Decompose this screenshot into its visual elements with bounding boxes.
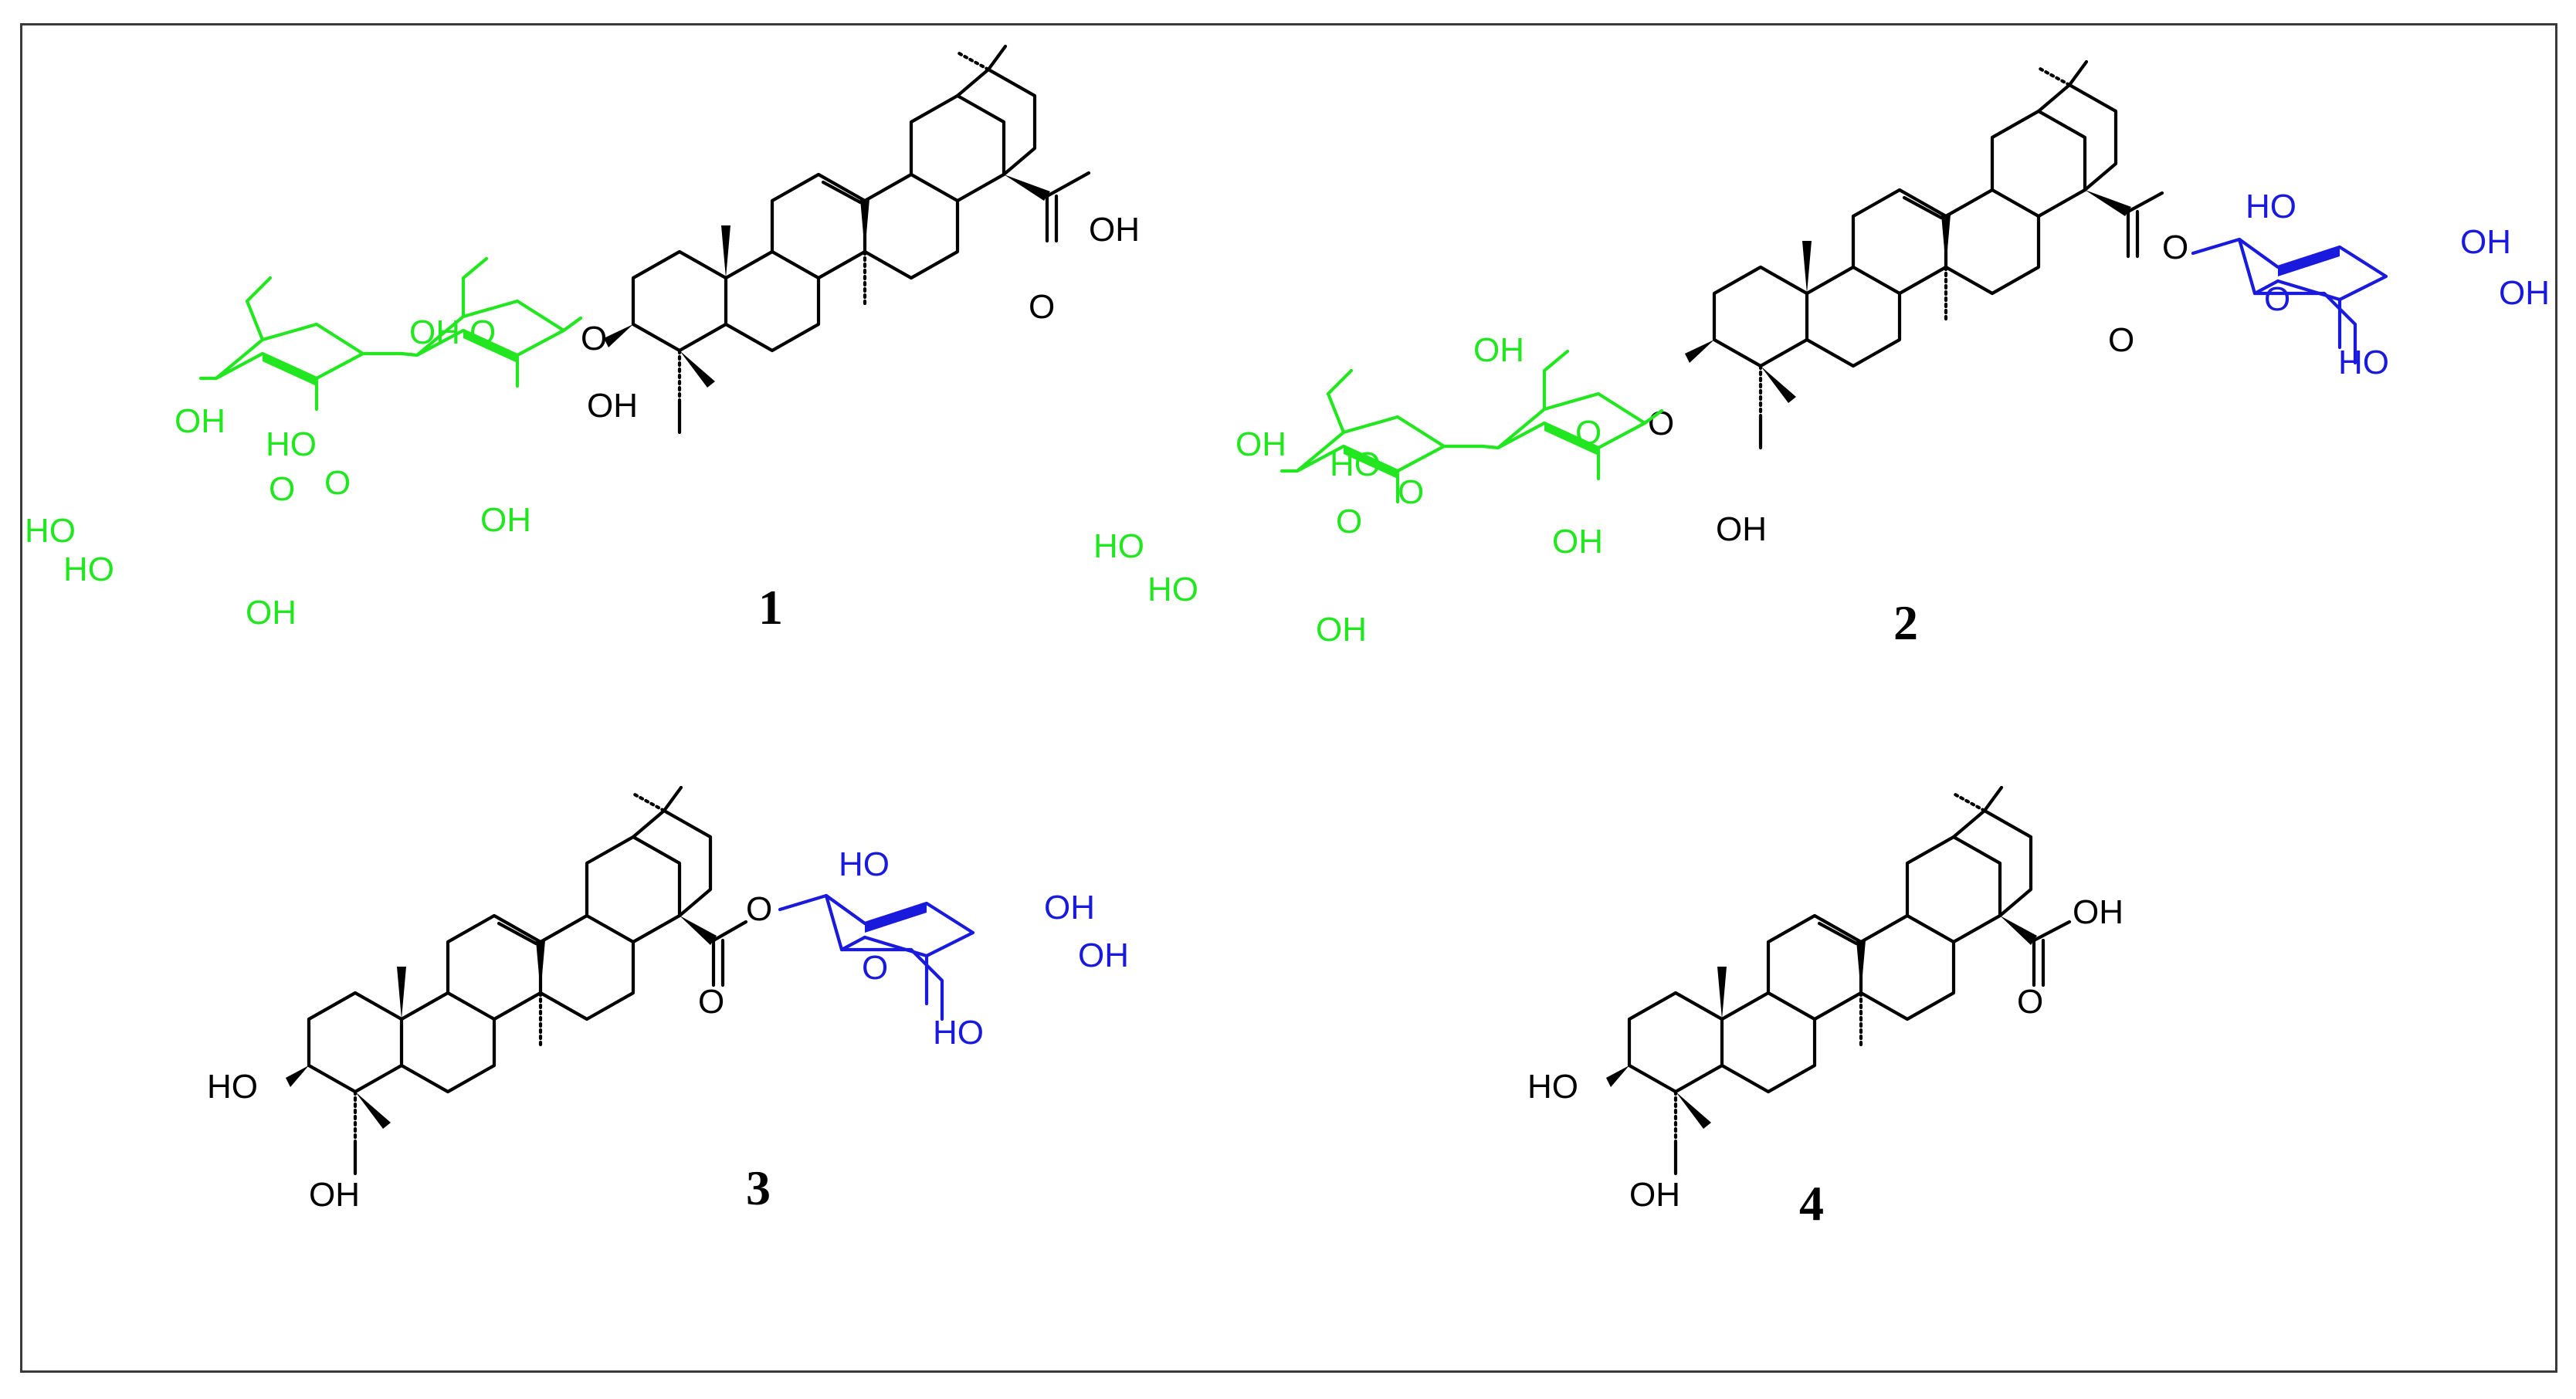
- c2-glc-outer-oh2-label: OH: [1316, 611, 1367, 649]
- c2-glc-outer-ho4-label: HO: [1093, 527, 1144, 565]
- c2-glc-inner-o-label: O: [1575, 414, 1602, 452]
- c2-glc-outer-o-label: O: [1336, 503, 1362, 540]
- c1-glc-inner-oh2-label: OH: [480, 501, 531, 539]
- c1-c23-oh-label: OH: [587, 387, 638, 425]
- compound-2-label: 2: [1893, 595, 1918, 650]
- c1-glc-inner-oh6-label: OH: [409, 313, 460, 351]
- compound-2-structure: O O OH O HO OH OH O HO: [1093, 59, 2550, 650]
- compound-1-structure: OH O OH O O OH HO OH O O OH HO HO OH: [25, 44, 1140, 635]
- c1-carbonyl-o-label: O: [1029, 288, 1055, 326]
- c3-sugar-oh-label: OH: [1044, 889, 1095, 926]
- c4-c23-oh-label: OH: [1629, 1176, 1680, 1214]
- c2-glc-outer-ho3-label: HO: [1147, 571, 1198, 608]
- c2-c23-oh-label: OH: [1716, 510, 1767, 548]
- compound-4-label: 4: [1799, 1176, 1824, 1231]
- c1-glc-outer-oh6-label: OH: [175, 402, 225, 440]
- c2-glc-outer-oh6-label: OH: [1235, 425, 1286, 463]
- c1-glc-outer-ho3-label: HO: [63, 550, 114, 588]
- c2-sugar-ho6-label: HO: [2338, 344, 2389, 381]
- c2-sugar-ho-label: HO: [2246, 188, 2296, 225]
- c2-sugar-ring-o-label: O: [2264, 280, 2290, 318]
- c2-ester-o-label: O: [2162, 229, 2188, 266]
- c2-glc-inner-oh2-label: OH: [1552, 523, 1603, 561]
- c1-glycosidic-o-label: O: [324, 464, 351, 502]
- figure-frame: [20, 23, 2557, 1373]
- c2-carbonyl-o-label: O: [2108, 321, 2134, 359]
- c2-glycosidic-o-label: O: [1398, 473, 1424, 511]
- c4-c3-ho-label: HO: [1527, 1068, 1578, 1106]
- c2-glc-inner-ho4-label: HO: [1330, 445, 1381, 483]
- c1-glc-outer-o-label: O: [269, 470, 295, 508]
- c4-carboxyl-oh-label: OH: [2073, 893, 2124, 931]
- c3-sugar-ho-label: HO: [839, 845, 890, 883]
- compound-3-structure: O O HO OH HO OH OH O HO 3: [207, 785, 1129, 1215]
- c3-carbonyl-o-label: O: [698, 983, 724, 1021]
- c3-ester-o-label: O: [746, 890, 772, 928]
- c2-sugar-oh-label: OH: [2460, 223, 2511, 261]
- c2-glc-inner-oh6-label: OH: [1473, 331, 1524, 369]
- c1-glc-outer-ho4-label: HO: [25, 512, 76, 550]
- c1-glc-inner-o-label: O: [469, 313, 496, 351]
- c1-glc-inner-ho4-label: HO: [266, 425, 317, 463]
- c2-sugar-oh2-label: OH: [2499, 274, 2550, 312]
- c4-carbonyl-o-label: O: [2017, 983, 2043, 1021]
- compound-1-label: 1: [758, 580, 783, 635]
- c3-sugar-ring-o-label: O: [862, 949, 888, 987]
- c3-c3-ho-label: HO: [207, 1068, 258, 1106]
- c1-glc-outer-oh2-label: OH: [246, 594, 297, 632]
- c3-sugar-oh2-label: OH: [1078, 937, 1129, 974]
- c1-glycoside-o-label: O: [581, 320, 607, 357]
- compound-4-structure: OH O HO OH 4: [1527, 785, 2124, 1231]
- c3-c23-oh-label: OH: [309, 1176, 360, 1214]
- compound-3-label: 3: [746, 1160, 771, 1215]
- c3-sugar-ho6-label: HO: [933, 1014, 984, 1052]
- c1-carboxyl-oh-label: OH: [1089, 211, 1140, 249]
